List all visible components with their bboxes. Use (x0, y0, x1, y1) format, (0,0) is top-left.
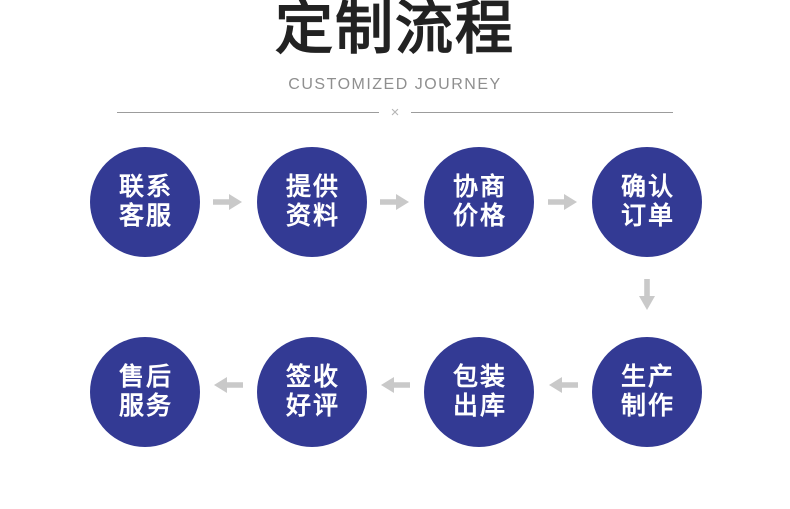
arrow-right-icon (213, 193, 243, 211)
step-after-sales-service: 售后 服务 (90, 337, 200, 447)
arrow-right-icon (548, 193, 578, 211)
arrow-left-icon (213, 376, 243, 394)
step-label-line: 订单 (620, 202, 675, 230)
step-negotiate-price: 协商 价格 (424, 147, 534, 257)
step-label-line: 提供 (285, 172, 340, 201)
divider-line-left (117, 112, 379, 113)
step-label-line: 联系 (118, 172, 173, 201)
arrow-left-icon (380, 376, 410, 394)
step-production: 生产 制作 (592, 337, 702, 447)
step-label-line: 好评 (285, 392, 340, 420)
step-label-line: 客服 (118, 202, 173, 230)
page-subtitle: CUSTOMIZED JOURNEY (288, 76, 502, 93)
divider-x-mark: × (390, 104, 400, 121)
title-divider: × (117, 104, 674, 121)
arrow-left-icon (548, 376, 578, 394)
divider-line-right (411, 112, 674, 113)
step-sign-and-review: 签收 好评 (257, 337, 367, 447)
step-label-line: 生产 (620, 362, 675, 391)
step-label-line: 签收 (285, 362, 340, 391)
step-contact-support: 联系 客服 (90, 147, 200, 257)
step-label-line: 资料 (285, 202, 340, 230)
step-label-line: 确认 (620, 172, 675, 201)
step-pack-and-ship: 包装 出库 (424, 337, 534, 447)
step-label-line: 服务 (118, 392, 173, 420)
step-label-line: 协商 (452, 172, 507, 201)
step-confirm-order: 确认 订单 (592, 147, 702, 257)
step-label-line: 包装 (452, 362, 507, 391)
step-provide-materials: 提供 资料 (257, 147, 367, 257)
arrow-right-icon (380, 193, 410, 211)
step-label-line: 售后 (118, 362, 173, 391)
step-label-line: 价格 (452, 202, 507, 230)
step-label-line: 制作 (620, 392, 675, 420)
step-label-line: 出库 (452, 392, 507, 420)
arrow-down-icon (638, 279, 656, 311)
page-title: 定制流程 (274, 0, 515, 61)
